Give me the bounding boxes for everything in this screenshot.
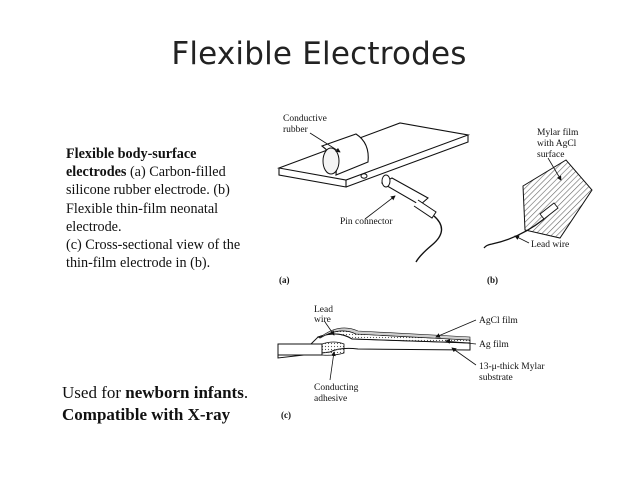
panel-a-drawing [276, 122, 471, 263]
figure-caption: Flexible body-surface electrodes (a) Car… [66, 145, 246, 272]
usage-line2-bold: Compatible with X-ray [62, 405, 231, 424]
caption-heading: Flexible body-surface electrodes [66, 146, 197, 181]
usage-line1-suffix: . [243, 383, 249, 402]
label-lead-wire-c-2: wire [314, 315, 331, 325]
caption-part-a: (a) Carbon-filled silicone rubber electr… [66, 164, 226, 199]
label-mylar-substrate-1: 13-μ-thick Mylar [479, 362, 545, 372]
label-pin-connector: Pin connector [340, 217, 393, 227]
panel-label-a: (a) [279, 275, 290, 285]
usage-line1-prefix: Used for [62, 383, 126, 402]
label-lead-wire-b: Lead wire [531, 240, 569, 250]
panel-label-c: (c) [281, 410, 291, 420]
panel-label-b: (b) [487, 275, 498, 285]
panel-c-drawing [277, 319, 477, 381]
usage-line-xray: Compatible with X-ray [62, 404, 282, 426]
panel-b-drawing [483, 157, 593, 249]
label-ag-film: Ag film [479, 339, 509, 350]
usage-line1-bold: newborn infants [125, 383, 244, 402]
caption-part-c: (c) Cross-sectional view of the thin-fil… [66, 237, 241, 272]
usage-notes: Used for newborn infants. Compatible wit… [62, 382, 282, 426]
label-mylar-film-3: surface [537, 149, 564, 160]
label-conductive-rubber-1: Conductive [283, 114, 327, 124]
label-mylar-film-2: with AgCl [537, 139, 577, 149]
caption-part-b: (b) Flexible thin-film neonatal electrod… [66, 182, 230, 235]
label-mylar-film-1: Mylar film [537, 127, 579, 138]
label-lead-wire-c-1: Lead [314, 305, 333, 315]
label-conducting-adhesive-1: Conducting [314, 383, 359, 393]
label-mylar-substrate-2: substrate [479, 373, 513, 383]
usage-line-infants: Used for newborn infants. [62, 382, 282, 404]
label-conducting-adhesive-2: adhesive [314, 394, 347, 404]
label-conductive-rubber-2: rubber [283, 125, 309, 135]
slide-title: Flexible Electrodes [171, 36, 467, 72]
label-agcl-film: AgCl film [479, 315, 518, 326]
